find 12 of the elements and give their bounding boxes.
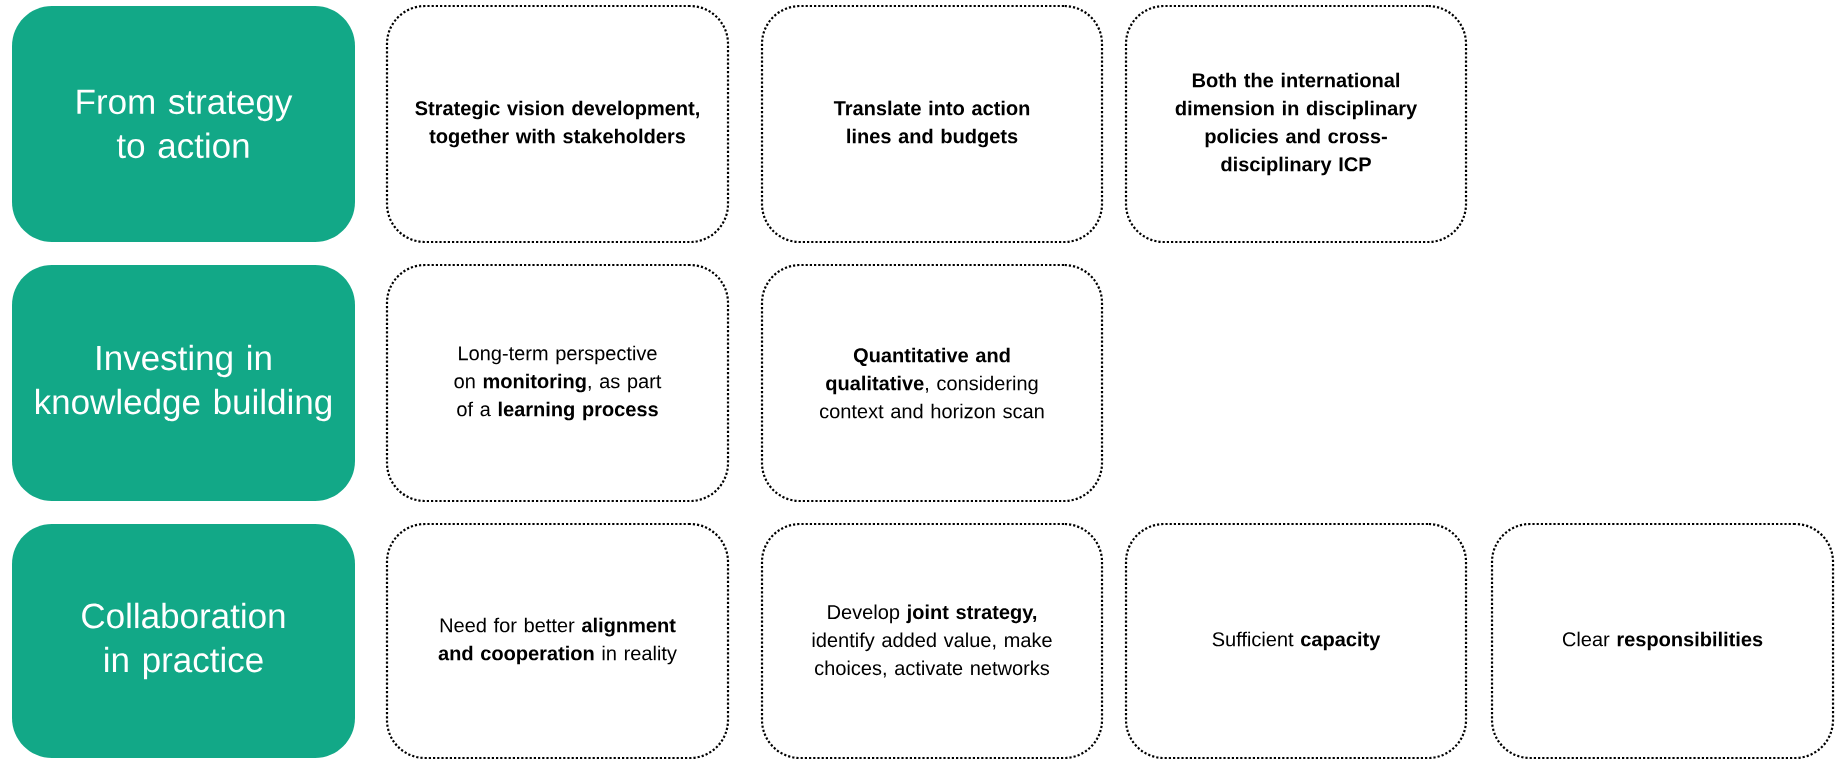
topic-card: Develop joint strategy, identify added value, make choices, activate networks [760, 522, 1104, 760]
topic-card: Need for better alignment and cooperation in reality [385, 522, 730, 760]
topic-card: Long-term perspective on monitoring, as part of a learning process [385, 263, 730, 503]
topic-card: Quantitative and qualitative, considering context and horizon scan [760, 263, 1104, 503]
topic-card: Both the international dimension in disciplinary policies and cross-disciplinary ICP [1124, 4, 1468, 244]
topic-card: Strategic vision development, together with stakeholders [385, 4, 730, 244]
topic-card: Translate into action lines and budgets [760, 4, 1104, 244]
category-box: Investing in knowledge building [12, 265, 355, 501]
topic-card: Sufficient capacity [1124, 522, 1468, 760]
category-box: Collaboration in practice [12, 524, 355, 758]
topic-card: Clear responsibilities [1490, 522, 1835, 760]
category-box: From strategy to action [12, 6, 355, 242]
